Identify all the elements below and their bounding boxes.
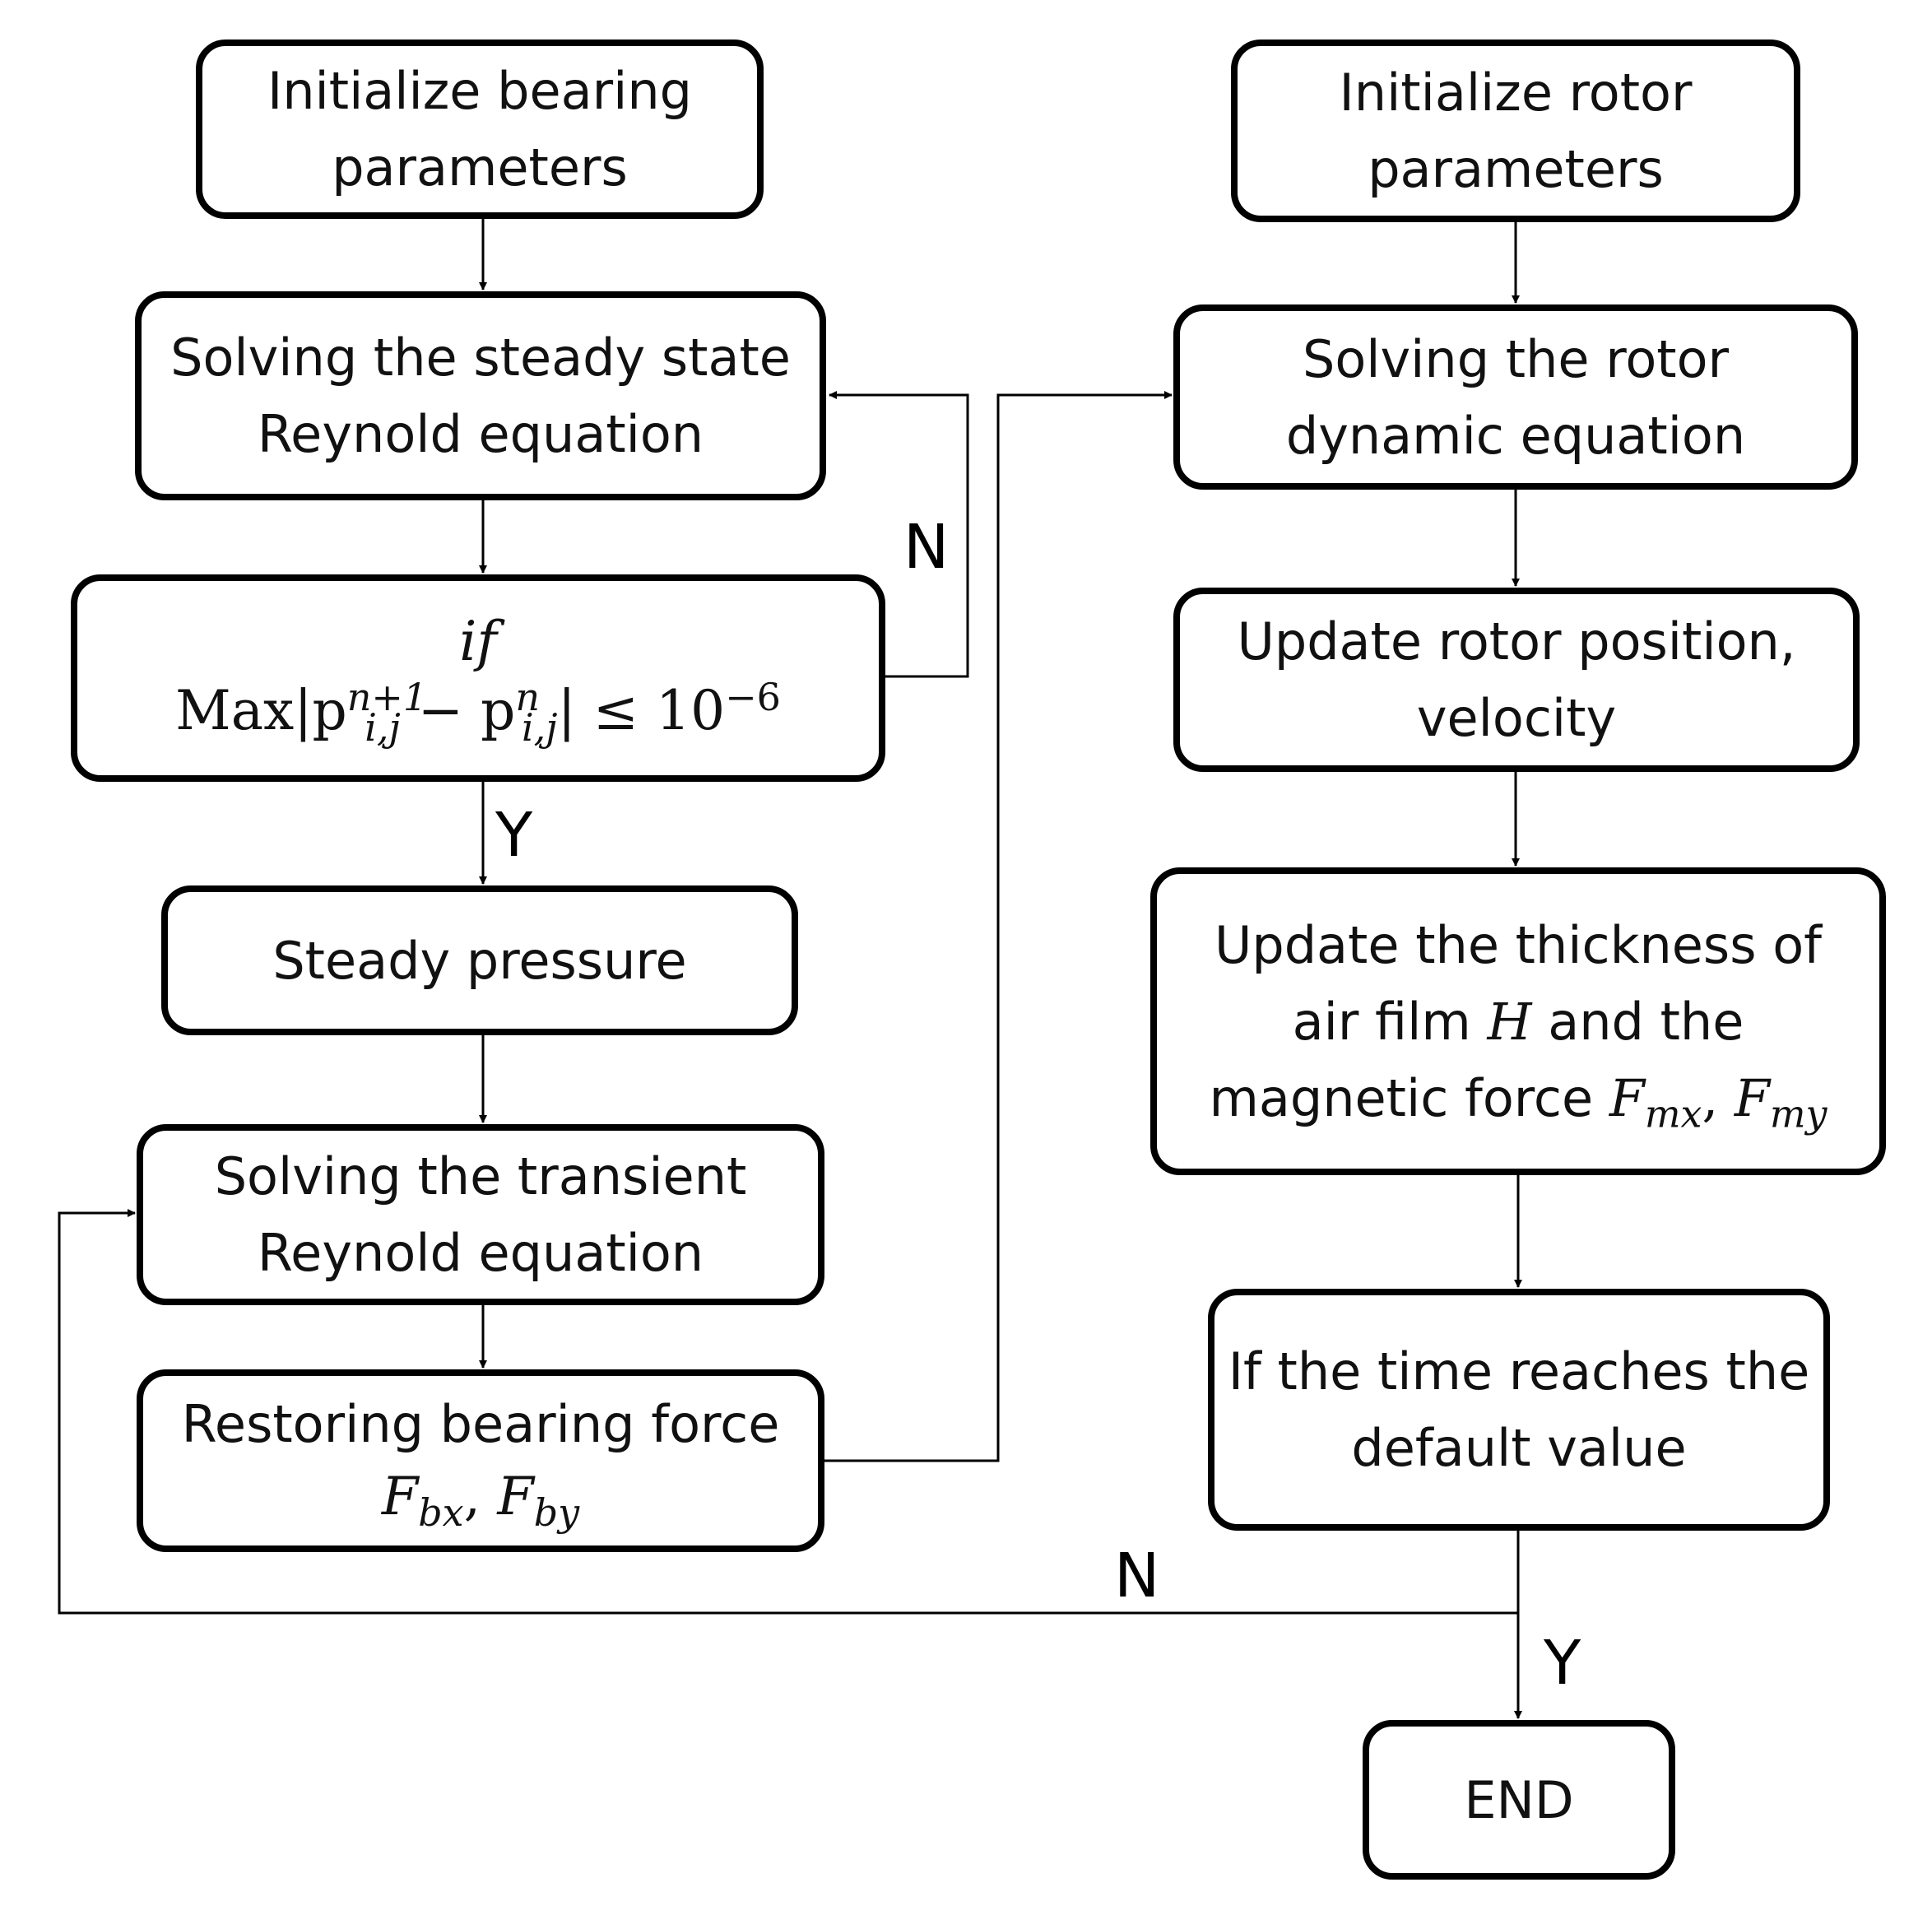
convergence-if-text: if — [459, 610, 497, 673]
update-position-label: Update rotor position, velocity — [1237, 611, 1796, 748]
convergence-check-box: if Max|pn+1i,j − pni,j| ≤ 10−6 — [71, 574, 885, 782]
restoring-force-label: Restoring bearing force — [181, 1394, 780, 1454]
update-thickness-box: Update the thickness of air film H and t… — [1150, 867, 1886, 1175]
time-check-label: If the time reaches the default value — [1228, 1341, 1810, 1478]
end-label: END — [1464, 1769, 1574, 1830]
time-check-box: If the time reaches the default value — [1208, 1289, 1830, 1531]
arrow-time-no-loop — [58, 1209, 1518, 1615]
update-thickness-line2: air film H and the — [1292, 991, 1744, 1052]
rotor-dynamic-box: Solving the rotor dynamic equation — [1173, 304, 1858, 490]
end-box: END — [1363, 1720, 1675, 1880]
init-rotor-label: Initialize rotor parameters — [1339, 63, 1693, 199]
label-no-steady: N — [903, 512, 950, 583]
arrow-force-to-rotor-dynamic — [824, 391, 1173, 1462]
arrow-check-no-loop — [829, 391, 969, 678]
restoring-force-box: Restoring bearing force Fbx, Fby — [137, 1369, 824, 1552]
update-thickness-line3: magnetic force Fmx, Fmy — [1209, 1067, 1828, 1136]
update-position-box: Update rotor position, velocity — [1173, 588, 1860, 772]
steady-reynold-label: Solving the steady state Reynold equatio… — [170, 328, 791, 464]
transient-reynold-box: Solving the transient Reynold equation — [137, 1124, 824, 1305]
update-thickness-line1: Update the thickness of — [1214, 914, 1823, 975]
init-rotor-box: Initialize rotor parameters — [1231, 40, 1800, 222]
label-yes-steady: Y — [495, 800, 533, 871]
steady-reynold-box: Solving the steady state Reynold equatio… — [135, 291, 826, 500]
init-bearing-label: Initialize bearing parameters — [267, 61, 693, 198]
init-bearing-box: Initialize bearing parameters — [196, 40, 764, 219]
rotor-dynamic-label: Solving the rotor dynamic equation — [1285, 328, 1746, 466]
convergence-formula: Max|pn+1i,j − pni,j| ≤ 10−6 — [175, 675, 781, 751]
steady-pressure-label: Steady pressure — [272, 930, 687, 991]
restoring-force-formula: Fbx, Fby — [381, 1466, 580, 1535]
label-no-time: N — [1114, 1541, 1160, 1611]
steady-pressure-box: Steady pressure — [161, 885, 798, 1035]
transient-reynold-label: Solving the transient Reynold equation — [214, 1146, 747, 1283]
label-yes-time: Y — [1544, 1628, 1581, 1699]
